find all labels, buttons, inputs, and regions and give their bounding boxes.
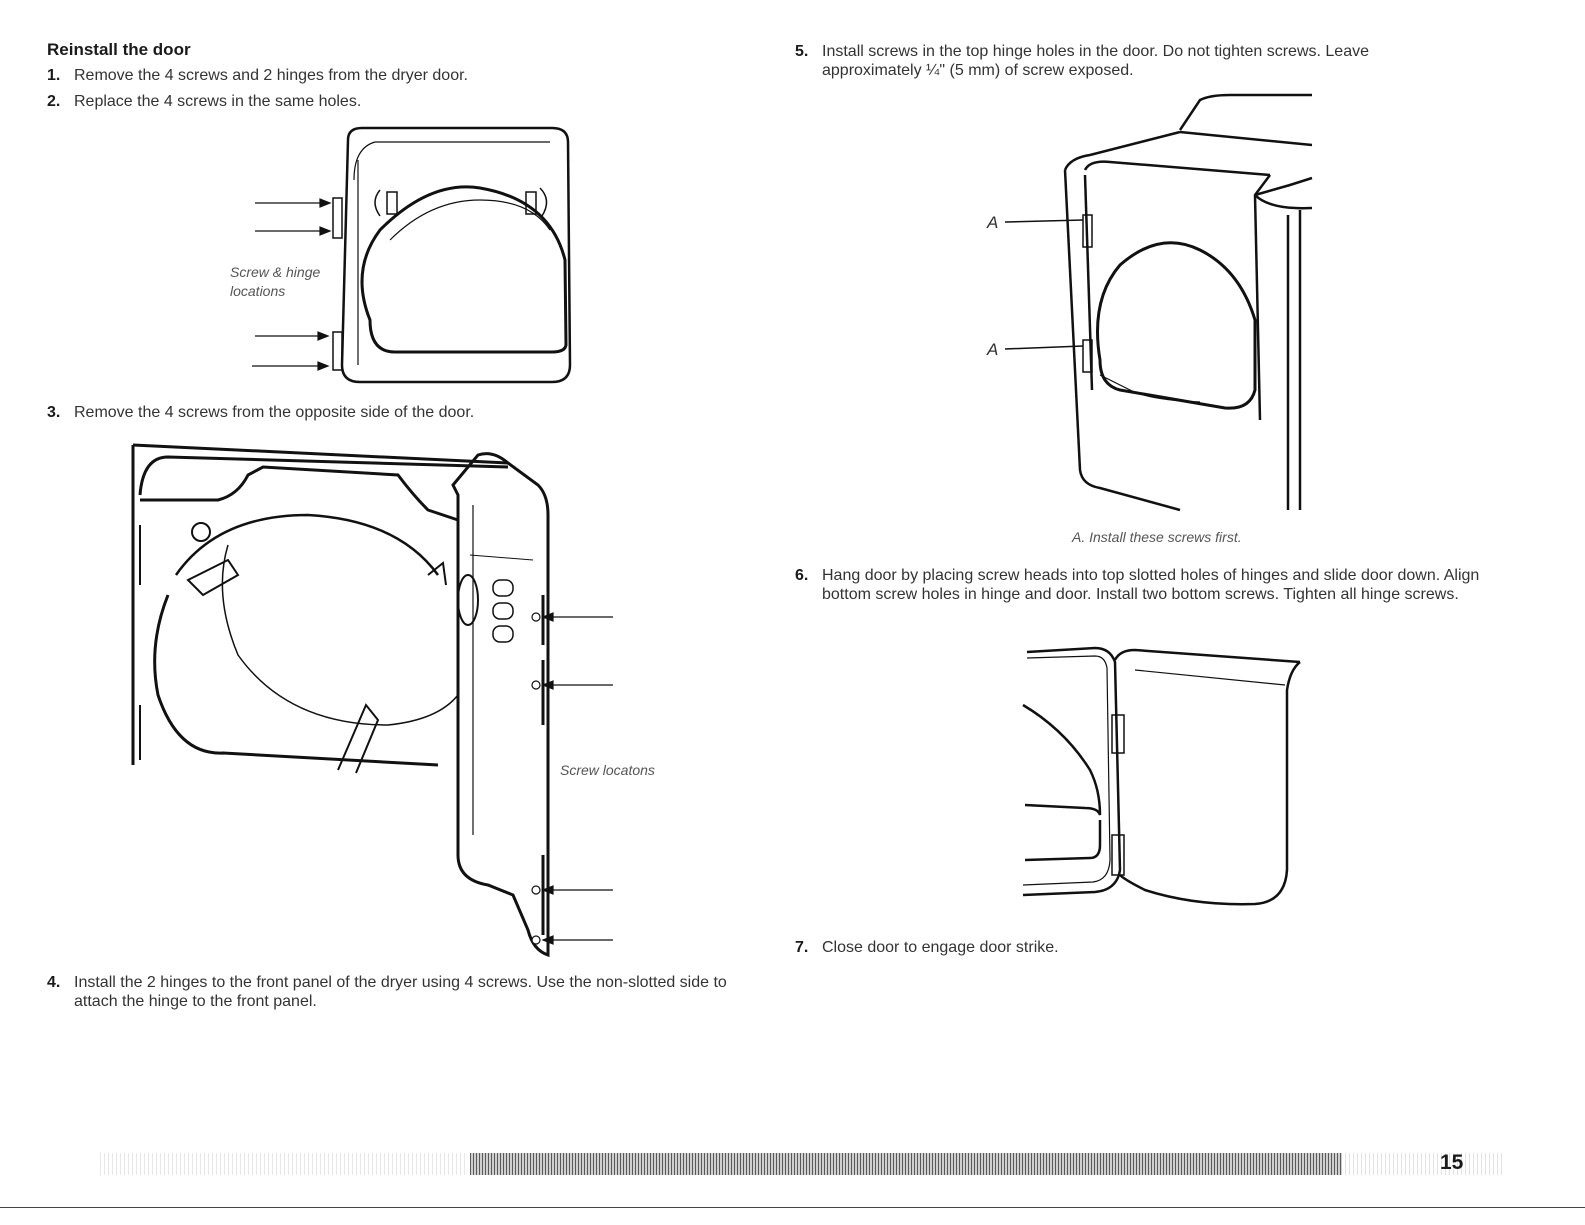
footer-bar — [470, 1153, 1342, 1175]
step-3: 3. Remove the 4 screws from the opposite… — [47, 403, 747, 422]
footer-bar-fade-left — [100, 1153, 468, 1175]
footer-bar-fade-right — [1345, 1153, 1505, 1175]
step-number: 3. — [47, 404, 61, 421]
step-7: 7. Close door to engage door strike. — [795, 938, 1495, 957]
step-number: 4. — [47, 974, 61, 991]
step-text: Hang door by placing screw heads into to… — [822, 567, 1480, 603]
page-number: 15 — [1440, 1151, 1464, 1174]
step-number: 5. — [795, 43, 809, 60]
step-text: Install the 2 hinges to the front panel … — [74, 974, 727, 1010]
step-6: 6. Hang door by placing screw heads into… — [795, 566, 1515, 604]
figure2-caption: Screw locatons — [560, 762, 655, 778]
step-number: 2. — [47, 93, 61, 110]
figure-door-hinges — [252, 126, 572, 384]
step-number: 7. — [795, 939, 809, 956]
step-text: Install screws in the top hinge holes in… — [822, 43, 1369, 79]
step-text: Close door to engage door strike. — [822, 939, 1059, 956]
step-4: 4. Install the 2 hinges to the front pan… — [47, 973, 767, 1011]
bottom-rule — [0, 1207, 1585, 1208]
step-5: 5. Install screws in the top hinge holes… — [795, 42, 1435, 80]
step-2: 2. Replace the 4 screws in the same hole… — [47, 92, 747, 111]
step-number: 1. — [47, 67, 61, 84]
figure1-caption-line2: locations — [230, 283, 286, 299]
callout-a-bottom: A — [987, 340, 999, 359]
figure-hung-door — [1022, 646, 1301, 906]
figure1-caption-line1: Screw & hinge — [230, 264, 321, 280]
figure-hinge-screws — [1004, 93, 1313, 512]
figure-open-door-screws — [131, 443, 613, 958]
step-1: 1. Remove the 4 screws and 2 hinges from… — [47, 66, 747, 85]
section-heading: Reinstall the door — [47, 40, 191, 59]
callout-a-top: A — [987, 213, 999, 232]
step-number: 6. — [795, 567, 809, 584]
figure3-caption: A. Install these screws first. — [1072, 529, 1242, 545]
step-text: Remove the 4 screws from the opposite si… — [74, 404, 475, 421]
step-text: Remove the 4 screws and 2 hinges from th… — [74, 67, 468, 84]
step-text: Replace the 4 screws in the same holes. — [74, 93, 362, 110]
